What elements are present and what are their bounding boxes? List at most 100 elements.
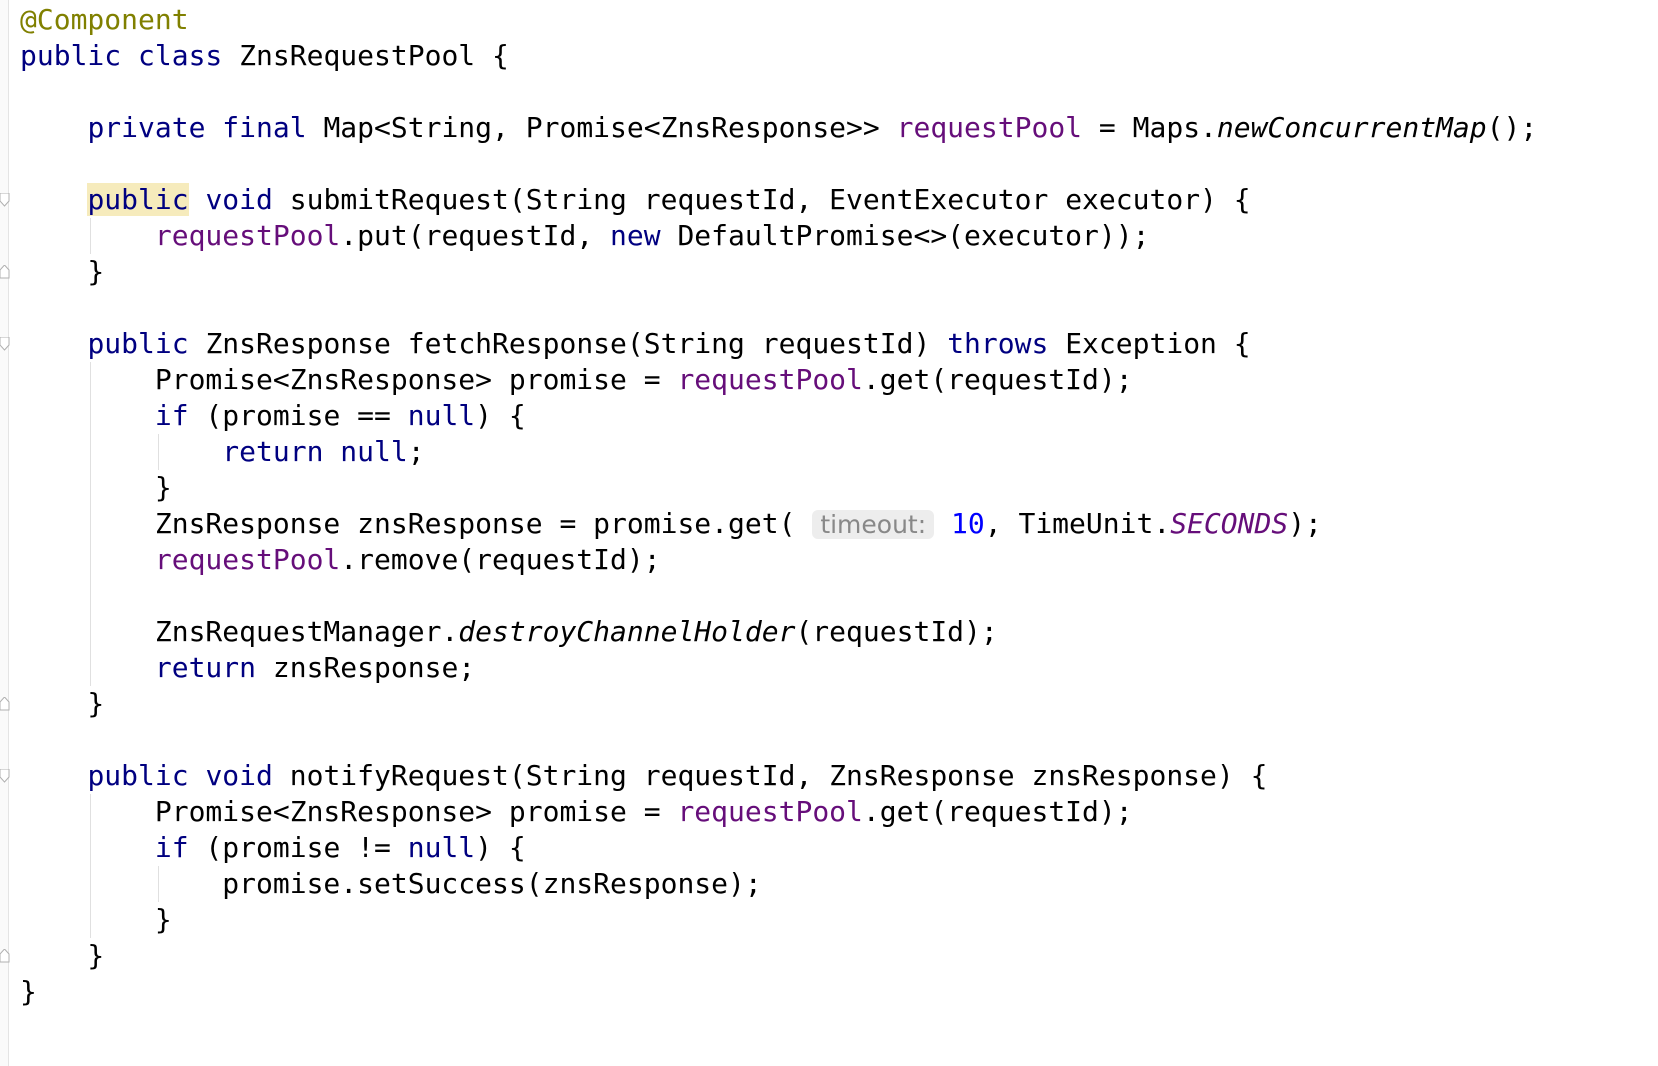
indent-guide bbox=[90, 794, 91, 938]
code-line[interactable]: requestPool.remove(requestId); bbox=[20, 542, 661, 578]
code-token: ZnsRequestManager. bbox=[20, 615, 459, 648]
code-line[interactable]: @Component bbox=[20, 2, 189, 38]
code-line[interactable]: return null; bbox=[20, 434, 425, 470]
fold-end-icon[interactable] bbox=[0, 949, 10, 963]
code-line[interactable]: Promise<ZnsResponse> promise = requestPo… bbox=[20, 794, 1133, 830]
code-token: (requestId); bbox=[795, 615, 998, 648]
code-line[interactable]: public void submitRequest(String request… bbox=[20, 182, 1251, 218]
code-token: } bbox=[20, 255, 105, 288]
code-token: public class bbox=[20, 39, 223, 72]
fold-start-icon[interactable] bbox=[0, 193, 10, 207]
code-token: } bbox=[20, 939, 105, 972]
fold-end-icon[interactable] bbox=[0, 697, 10, 711]
code-token: .get(requestId); bbox=[862, 363, 1133, 396]
code-token: , TimeUnit. bbox=[984, 507, 1171, 540]
code-token: (promise == bbox=[188, 399, 408, 432]
code-token: newConcurrentMap bbox=[1216, 111, 1487, 144]
code-token: if bbox=[154, 831, 189, 864]
code-token: throws bbox=[947, 327, 1049, 360]
code-token: promise.setSuccess(znsResponse); bbox=[20, 867, 762, 900]
code-token: } bbox=[20, 903, 172, 936]
code-token: submitRequest(String requestId, EventExe… bbox=[272, 183, 1251, 216]
code-token bbox=[20, 219, 155, 252]
code-line[interactable]: } bbox=[20, 470, 172, 506]
code-token: .put(requestId, bbox=[340, 219, 611, 252]
code-token: @Component bbox=[20, 3, 189, 36]
code-token: ; bbox=[407, 435, 425, 468]
code-token: .remove(requestId); bbox=[340, 543, 661, 576]
code-token: void bbox=[205, 183, 273, 216]
parameter-hint: timeout: bbox=[812, 510, 935, 539]
code-token bbox=[20, 543, 155, 576]
code-line[interactable]: promise.setSuccess(znsResponse); bbox=[20, 866, 762, 902]
code-token: DefaultPromise<>(executor)); bbox=[660, 219, 1150, 252]
code-token: SECONDS bbox=[1170, 507, 1289, 540]
code-token: ZnsResponse znsResponse = promise.get( bbox=[20, 507, 813, 540]
code-token bbox=[934, 507, 951, 540]
code-token: ZnsResponse fetchResponse(String request… bbox=[188, 327, 948, 360]
code-token: return bbox=[154, 651, 257, 684]
indent-guide bbox=[90, 362, 91, 686]
code-line[interactable]: } bbox=[20, 686, 104, 722]
code-token: } bbox=[20, 471, 172, 504]
code-token bbox=[20, 399, 155, 432]
code-token: null bbox=[407, 831, 476, 864]
code-line[interactable]: ZnsRequestManager.destroyChannelHolder(r… bbox=[20, 614, 998, 650]
code-token: return null bbox=[222, 435, 408, 468]
code-token: public bbox=[87, 183, 189, 216]
code-token: new bbox=[610, 219, 661, 252]
code-token: 10 bbox=[951, 507, 985, 540]
code-token: public bbox=[87, 327, 189, 360]
code-line[interactable]: Promise<ZnsResponse> promise = requestPo… bbox=[20, 362, 1133, 398]
code-token: null bbox=[407, 399, 476, 432]
code-line[interactable]: public ZnsResponse fetchResponse(String … bbox=[20, 326, 1251, 362]
code-line[interactable]: private final Map<String, Promise<ZnsRes… bbox=[20, 110, 1537, 146]
fold-start-icon[interactable] bbox=[0, 337, 10, 351]
code-line[interactable]: return znsResponse; bbox=[20, 650, 475, 686]
indent-guide bbox=[90, 218, 91, 254]
code-token: requestPool bbox=[677, 795, 863, 828]
code-token: znsResponse; bbox=[256, 651, 476, 684]
code-token: requestPool bbox=[154, 543, 341, 576]
code-token: Exception { bbox=[1048, 327, 1251, 360]
code-line[interactable]: requestPool.put(requestId, new DefaultPr… bbox=[20, 218, 1150, 254]
code-token bbox=[20, 327, 87, 360]
code-line[interactable]: ZnsResponse znsResponse = promise.get( t… bbox=[20, 506, 1322, 542]
code-token: destroyChannelHolder bbox=[458, 615, 796, 648]
code-line[interactable]: if (promise != null) { bbox=[20, 830, 526, 866]
fold-start-icon[interactable] bbox=[0, 769, 10, 783]
code-token bbox=[20, 111, 87, 144]
code-line[interactable]: } bbox=[20, 254, 104, 290]
code-token: Map<String, Promise<ZnsResponse>> bbox=[306, 111, 897, 144]
code-token bbox=[189, 183, 206, 216]
code-token: requestPool bbox=[896, 111, 1083, 144]
code-token: } bbox=[20, 687, 105, 720]
code-token bbox=[20, 831, 155, 864]
code-token: public void bbox=[87, 759, 273, 792]
indent-guide bbox=[158, 434, 159, 470]
code-line[interactable]: if (promise == null) { bbox=[20, 398, 526, 434]
code-token: } bbox=[20, 975, 37, 1008]
code-token: notifyRequest(String requestId, ZnsRespo… bbox=[272, 759, 1268, 792]
code-token: requestPool bbox=[154, 219, 341, 252]
code-token: Promise<ZnsResponse> promise = bbox=[20, 363, 678, 396]
code-token: ) { bbox=[475, 831, 526, 864]
code-token bbox=[20, 759, 87, 792]
code-token: ZnsRequestPool { bbox=[222, 39, 509, 72]
code-token: .get(requestId); bbox=[862, 795, 1133, 828]
code-token: ); bbox=[1288, 507, 1322, 540]
code-line[interactable]: public void notifyRequest(String request… bbox=[20, 758, 1267, 794]
code-token bbox=[20, 651, 155, 684]
code-line[interactable]: } bbox=[20, 902, 172, 938]
fold-end-icon[interactable] bbox=[0, 265, 10, 279]
code-token bbox=[20, 183, 87, 216]
code-line[interactable]: } bbox=[20, 974, 37, 1010]
code-token: requestPool bbox=[677, 363, 863, 396]
editor-gutter[interactable] bbox=[0, 0, 10, 1066]
code-token bbox=[20, 435, 222, 468]
indent-guide bbox=[158, 866, 159, 902]
code-line[interactable]: public class ZnsRequestPool { bbox=[20, 38, 509, 74]
code-token: (); bbox=[1486, 111, 1538, 144]
code-line[interactable]: } bbox=[20, 938, 104, 974]
